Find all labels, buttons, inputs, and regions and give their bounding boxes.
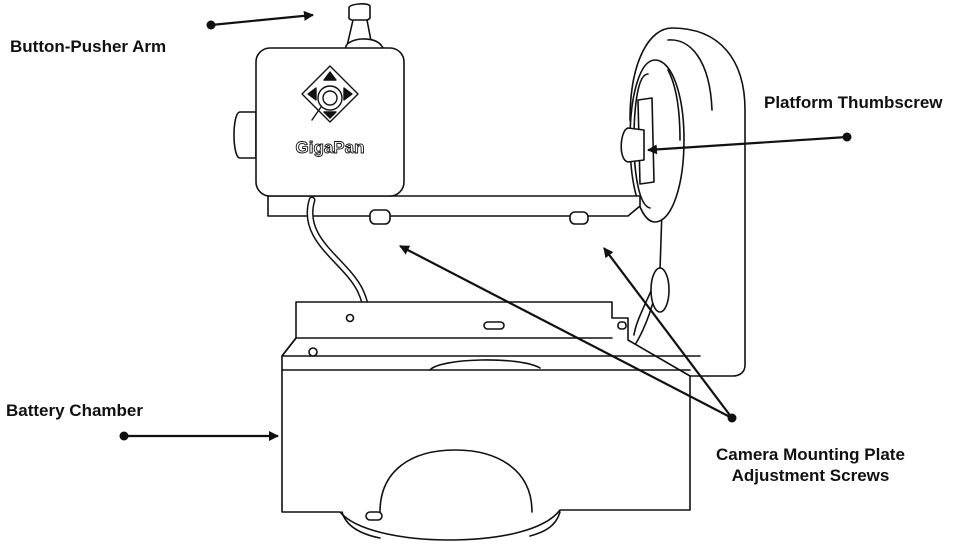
callout-arrows <box>119 10 852 441</box>
arrow-mounting-screw-left <box>399 245 733 419</box>
controller-box: GigaPan <box>233 47 405 197</box>
label-camera-mounting-line2: Adjustment Screws <box>731 466 890 485</box>
label-camera-mounting-line1: Camera Mounting Plate <box>716 445 905 464</box>
arrow-battery-chamber <box>119 431 279 441</box>
camera-mounting-plate <box>267 195 641 225</box>
label-platform-thumbscrew: Platform Thumbscrew <box>764 93 943 112</box>
arrow-mounting-screw-right <box>603 247 737 423</box>
battery-chamber <box>281 301 701 541</box>
label-camera-mounting-screws: Camera Mounting Plate Adjustment Screws <box>716 444 905 486</box>
arrow-button-pusher <box>206 10 314 30</box>
arrow-thumbscrew <box>647 132 852 155</box>
label-battery-chamber: Battery Chamber <box>6 401 143 420</box>
brand-text: GigaPan <box>296 138 365 157</box>
label-button-pusher-arm: Button-Pusher Arm <box>10 37 167 56</box>
gigapan-logo <box>301 65 359 123</box>
platform-thumbscrew <box>620 97 655 185</box>
